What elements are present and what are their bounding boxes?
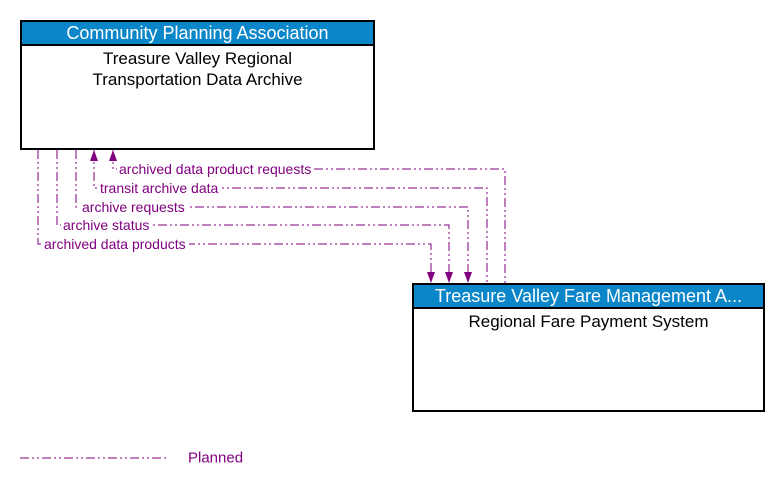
- arrowhead-down-icon: [464, 272, 472, 283]
- arrowhead-up-icon: [90, 150, 98, 161]
- arrowhead-down-icon: [445, 272, 453, 283]
- flow-line-transit-archive-data: [93, 150, 488, 283]
- flow-label-archived-data-products[interactable]: archived data products: [42, 236, 189, 252]
- entity-name: Regional Fare Payment System: [468, 312, 709, 331]
- flow-label-archive-status[interactable]: archive status: [61, 217, 153, 233]
- flow-label-transit-archive-data[interactable]: transit archive data: [98, 180, 222, 196]
- entity-box-regional-fare-payment-system[interactable]: Treasure Valley Fare Management A... Reg…: [412, 283, 765, 412]
- arrowhead-down-icon: [427, 272, 435, 283]
- flow-line-archive-status: [56, 150, 450, 273]
- legend-label-planned: Planned: [188, 449, 244, 467]
- entity-header-stakeholder: Community Planning Association: [22, 22, 373, 46]
- flow-line-archived-data-products: [37, 150, 432, 273]
- flow-label-archived-data-product-requests[interactable]: archived data product requests: [117, 161, 315, 177]
- arrowhead-up-icon: [109, 150, 117, 161]
- flow-label-archive-requests[interactable]: archive requests: [80, 199, 188, 215]
- entity-box-transportation-data-archive[interactable]: Community Planning Association Treasure …: [20, 20, 375, 150]
- entity-name: Treasure Valley Regional Transportation …: [92, 49, 303, 89]
- flow-line-archive-requests: [75, 150, 469, 273]
- entity-header-stakeholder: Treasure Valley Fare Management A...: [414, 285, 763, 309]
